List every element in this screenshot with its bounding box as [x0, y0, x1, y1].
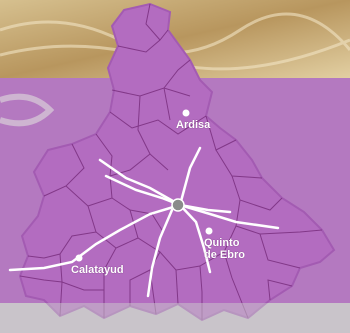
road-south — [146, 208, 174, 298]
capital-marker-zaragoza — [171, 198, 185, 212]
road-southeast — [178, 203, 212, 274]
road-network — [8, 146, 280, 298]
city-label-quinto-line1: Quinto — [204, 237, 240, 249]
road-east — [178, 203, 280, 230]
city-label-quinto-line2: de Ebro — [204, 249, 245, 261]
city-marker-calatayud — [75, 254, 83, 262]
road-west — [104, 174, 182, 207]
city-marker-ardisa — [182, 109, 190, 117]
municipal-boundaries — [19, 3, 323, 320]
road-north — [178, 146, 202, 207]
city-marker-quinto — [205, 227, 213, 235]
road-southwest-calatayud — [8, 203, 182, 272]
road-east-2 — [178, 203, 232, 214]
city-label-ardisa: Ardisa — [176, 119, 211, 131]
city-label-calatayud: Calatayud — [71, 264, 124, 276]
city-label-quinto-de-ebro: Quinto de Ebro — [204, 237, 245, 261]
ornament-left — [0, 93, 55, 127]
bottom-band — [0, 303, 350, 333]
road-northwest — [98, 158, 182, 207]
